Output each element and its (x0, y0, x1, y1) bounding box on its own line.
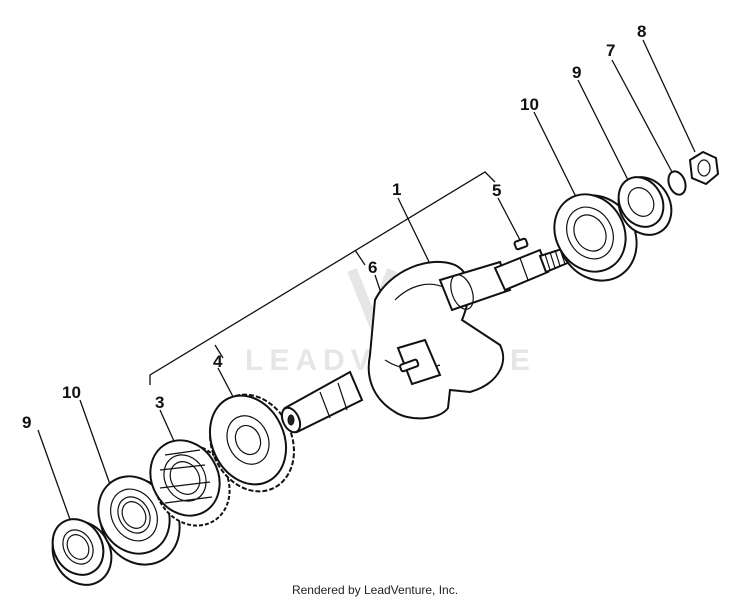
leader-lines (37, 39, 696, 526)
bearing-right (553, 193, 638, 282)
callout-10-right: 10 (520, 95, 539, 114)
callout-4: 4 (213, 352, 223, 371)
oil-seal-right (617, 176, 673, 236)
key-5 (513, 237, 529, 251)
callout-1: 1 (392, 180, 401, 199)
gear-3 (149, 439, 231, 527)
callout-7: 7 (606, 41, 615, 60)
callout-8: 8 (637, 22, 646, 41)
key-6 (399, 358, 420, 373)
footer-credit: Rendered by LeadVenture, Inc. (291, 583, 459, 597)
callout-9-left: 9 (22, 413, 31, 432)
callout-6: 6 (368, 258, 377, 277)
crankshaft (280, 246, 572, 434)
callout-5: 5 (492, 181, 501, 200)
callout-labels: 1 3 4 5 6 7 8 9 10 9 10 (22, 22, 646, 432)
assembly-bracket (149, 171, 496, 385)
callout-3: 3 (155, 393, 164, 412)
callout-9-right: 9 (572, 63, 581, 82)
nut-8 (688, 150, 720, 186)
washer-7 (667, 170, 687, 196)
oil-seal-left (51, 518, 113, 586)
callout-10-left: 10 (62, 383, 81, 402)
